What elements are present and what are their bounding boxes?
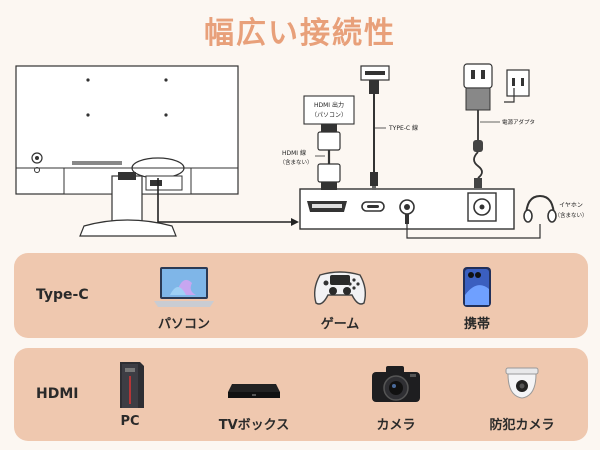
typec-device-panel: Type-C パソコン ゲーム 携帯 — [14, 253, 588, 338]
hdmi-cable-icon — [317, 124, 341, 190]
device-name: PC — [120, 414, 140, 429]
page-title: 幅広い接続性 — [204, 16, 396, 51]
laptop-icon — [154, 267, 214, 307]
pointer-line — [157, 178, 295, 223]
hdmi-out-label: HDMI 出力 — [314, 101, 344, 109]
pc-tower-icon — [120, 362, 144, 408]
earphone-cable — [406, 214, 541, 239]
power-adapter-icon — [463, 63, 493, 188]
device-tv-box: TVボックス — [194, 360, 314, 433]
security-camera-icon — [505, 367, 539, 399]
device-pc: PC — [70, 360, 190, 429]
port-panel-icon — [299, 188, 515, 230]
earphone-icon — [523, 194, 557, 223]
hdmi-cable-sub: （含まない） — [279, 158, 312, 166]
hdmi-cable-label: HDMI 線 — [282, 149, 306, 157]
monitor-back-icon — [15, 65, 239, 237]
camera-icon — [372, 366, 420, 402]
device-game: ゲーム — [280, 265, 400, 332]
wall-outlet-icon — [504, 69, 530, 103]
earphone-label: イヤホン — [559, 202, 583, 209]
device-laptop: パソコン — [124, 265, 244, 332]
hdmi-device-panel: HDMI PC TVボックス カメラ — [14, 348, 588, 441]
device-name: ゲーム — [320, 317, 360, 332]
tv-box-icon — [228, 384, 280, 398]
connection-diagram: HDMI 出力 （パソコン） HDMI 線 （含まない） TYPE-C 線 — [15, 63, 588, 239]
device-name: パソコン — [157, 317, 210, 332]
device-name: 防犯カメラ — [489, 418, 555, 433]
device-camera: カメラ — [336, 360, 456, 433]
device-name: 携帯 — [463, 317, 490, 332]
device-name: カメラ — [376, 418, 416, 433]
typec-cable-icon — [360, 65, 390, 190]
earphone-sub: （含まない） — [554, 211, 587, 219]
adapter-label: 電源アダプタ — [502, 118, 535, 126]
device-phone: 携帯 — [417, 265, 537, 332]
hdmi-row-label: HDMI — [36, 386, 79, 402]
gamepad-icon — [313, 271, 367, 305]
typec-row-label: Type-C — [36, 287, 89, 303]
device-security-camera: 防犯カメラ — [462, 360, 582, 433]
device-name: TVボックス — [218, 418, 290, 433]
typec-cable-label: TYPE-C 線 — [388, 124, 418, 132]
smartphone-icon — [463, 267, 491, 307]
hdmi-output-box — [303, 95, 355, 125]
hdmi-out-sub: （パソコン） — [311, 112, 347, 119]
